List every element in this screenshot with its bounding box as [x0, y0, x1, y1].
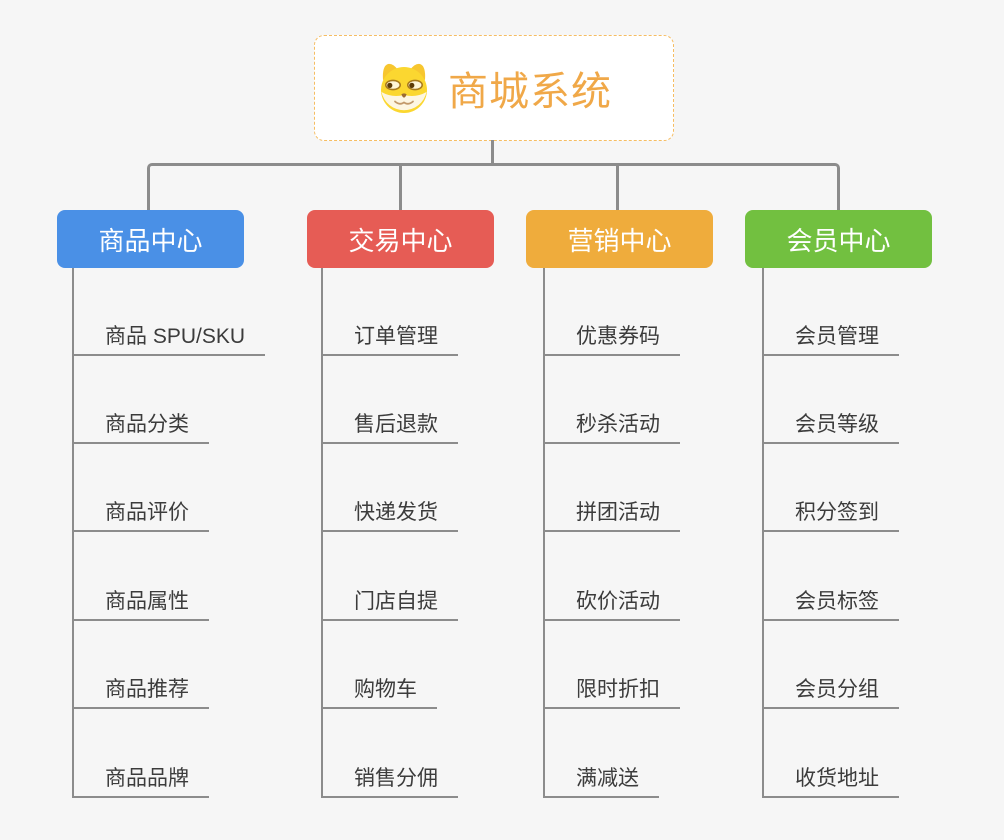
- leaf-node[interactable]: 快递发货: [321, 488, 458, 532]
- leaf-node[interactable]: 优惠券码: [543, 312, 680, 356]
- leaf-node[interactable]: 会员标签: [762, 577, 899, 621]
- root-label: 商城系统: [448, 70, 612, 114]
- leaf-node[interactable]: 会员等级: [762, 400, 899, 444]
- connector-trunk: [72, 268, 74, 798]
- leaf-node[interactable]: 秒杀活动: [543, 400, 680, 444]
- connector-drop-trade: [399, 165, 402, 210]
- branch-node-marketing-center[interactable]: 营销中心: [526, 210, 713, 268]
- connector-bracket: [147, 163, 840, 210]
- connector-trunk: [543, 268, 545, 798]
- root-node[interactable]: 商城系统: [314, 35, 674, 141]
- branch-node-trade-center[interactable]: 交易中心: [307, 210, 494, 268]
- leaf-node[interactable]: 砍价活动: [543, 577, 680, 621]
- leaf-node[interactable]: 满减送: [543, 754, 659, 798]
- leaf-node[interactable]: 会员分组: [762, 665, 899, 709]
- doge-icon: [381, 63, 427, 113]
- branch-node-member-center[interactable]: 会员中心: [745, 210, 932, 268]
- leaf-node[interactable]: 购物车: [321, 665, 437, 709]
- leaf-node[interactable]: 商品分类: [72, 400, 209, 444]
- leaf-node[interactable]: 商品属性: [72, 577, 209, 621]
- connector-drop-marketing: [616, 165, 619, 210]
- leaf-node[interactable]: 商品品牌: [72, 754, 209, 798]
- branch-node-product-center[interactable]: 商品中心: [57, 210, 244, 268]
- leaf-node[interactable]: 限时折扣: [543, 665, 680, 709]
- leaf-node[interactable]: 收货地址: [762, 754, 899, 798]
- leaf-node[interactable]: 销售分佣: [321, 754, 458, 798]
- leaf-node[interactable]: 商品 SPU/SKU: [72, 312, 266, 356]
- leaf-node[interactable]: 积分签到: [762, 488, 899, 532]
- leaf-node[interactable]: 订单管理: [321, 312, 458, 356]
- leaf-node[interactable]: 拼团活动: [543, 488, 680, 532]
- leaf-node[interactable]: 商品推荐: [72, 665, 209, 709]
- leaf-node[interactable]: 门店自提: [321, 577, 458, 621]
- connector-trunk: [762, 268, 764, 798]
- leaf-node[interactable]: 售后退款: [321, 400, 458, 444]
- leaf-node[interactable]: 会员管理: [762, 312, 899, 356]
- connector-trunk: [321, 268, 323, 798]
- leaf-node[interactable]: 商品评价: [72, 488, 209, 532]
- connector-root-stub: [491, 140, 494, 165]
